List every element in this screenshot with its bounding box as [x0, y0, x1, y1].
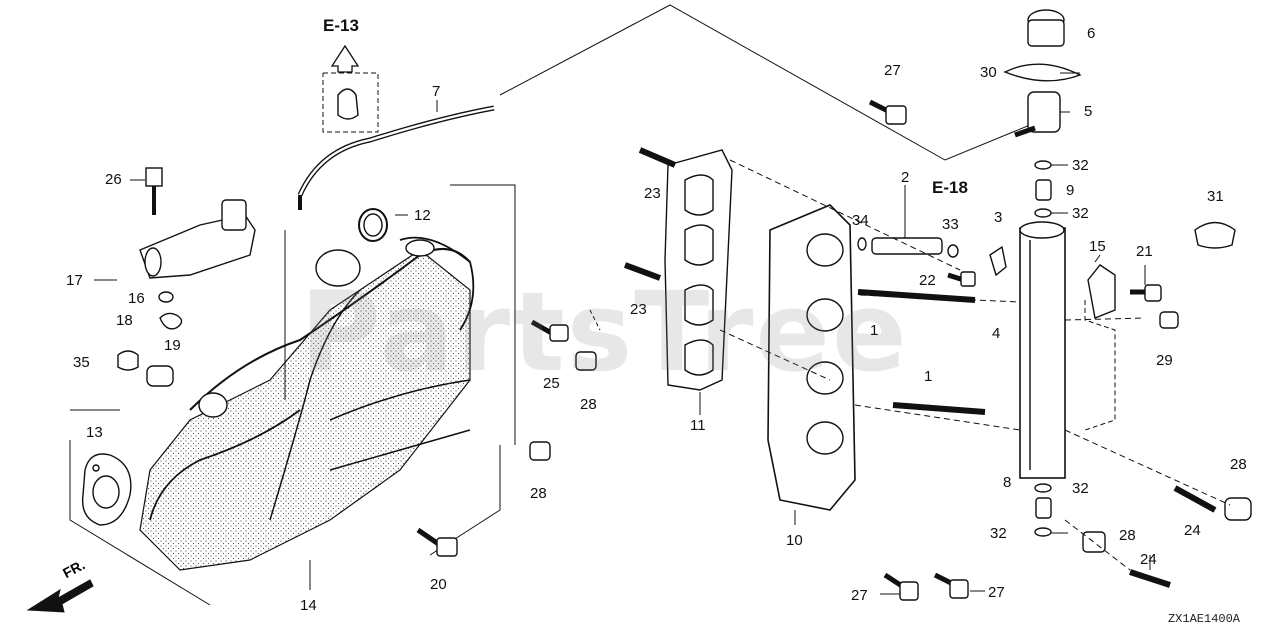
- callout-31[interactable]: 31: [1207, 188, 1224, 205]
- iac-valve: [139, 199, 256, 279]
- callout-6[interactable]: 6: [1087, 25, 1096, 42]
- callout-28[interactable]: 28: [580, 396, 597, 413]
- manifold-fasteners: [416, 319, 597, 557]
- callout-14[interactable]: 14: [300, 597, 317, 614]
- small-parts-left: [117, 208, 388, 387]
- callout-20[interactable]: 20: [430, 576, 447, 593]
- fuel-rail: [1019, 221, 1116, 479]
- callout-30[interactable]: 30: [980, 64, 997, 81]
- reference-e13[interactable]: E-13: [323, 16, 359, 35]
- callout-32[interactable]: 32: [1072, 157, 1089, 174]
- callout-22[interactable]: 22: [919, 272, 936, 289]
- watermark: PartsTree: [300, 268, 909, 396]
- callout-25[interactable]: 25: [543, 375, 560, 392]
- bolt-27-top: [868, 99, 907, 125]
- callout-32[interactable]: 32: [1072, 205, 1089, 222]
- dashed-leader-lines: [719, 159, 1231, 571]
- callout-4[interactable]: 4: [992, 325, 1001, 342]
- callout-28[interactable]: 28: [530, 485, 547, 502]
- callout-24[interactable]: 24: [1140, 551, 1157, 568]
- callout-8[interactable]: 8: [1003, 474, 1012, 491]
- callout-5[interactable]: 5: [1084, 103, 1093, 120]
- studs-23: [623, 147, 677, 281]
- callout-28[interactable]: 28: [1119, 527, 1136, 544]
- callout-33[interactable]: 33: [942, 216, 959, 233]
- intake-manifold: [139, 236, 475, 571]
- callout-10[interactable]: 10: [786, 532, 803, 549]
- injector-parts: [857, 237, 1007, 287]
- callout-16[interactable]: 16: [128, 290, 145, 307]
- callout-1[interactable]: 1: [924, 368, 933, 385]
- callout-26[interactable]: 26: [105, 171, 122, 188]
- gasket-11: [664, 149, 733, 391]
- callout-13[interactable]: 13: [86, 424, 103, 441]
- callout-35[interactable]: 35: [73, 354, 90, 371]
- callout-32[interactable]: 32: [990, 525, 1007, 542]
- callout-12[interactable]: 12: [414, 207, 431, 224]
- lower-right-fasteners: [883, 485, 1252, 601]
- callout-29[interactable]: 29: [1156, 352, 1173, 369]
- callout-3[interactable]: 3: [994, 209, 1003, 226]
- callout-2[interactable]: 2: [901, 169, 910, 186]
- callout-34[interactable]: 34: [852, 212, 869, 229]
- callout-28[interactable]: 28: [1230, 456, 1247, 473]
- intake-body-10: [767, 204, 856, 511]
- callout-15[interactable]: 15: [1089, 238, 1106, 255]
- callout-27[interactable]: 27: [851, 587, 868, 604]
- callout-1[interactable]: 1: [870, 322, 879, 339]
- callout-18[interactable]: 18: [116, 312, 133, 329]
- rings-and-filters: [1034, 160, 1052, 537]
- reference-e18[interactable]: E-18: [932, 178, 968, 197]
- callout-17[interactable]: 17: [66, 272, 83, 289]
- callout-24[interactable]: 24: [1184, 522, 1201, 539]
- gasket-13: [81, 453, 132, 526]
- callout-19[interactable]: 19: [164, 337, 181, 354]
- callout-27[interactable]: 27: [884, 62, 901, 79]
- e13-reference-box: [322, 44, 379, 133]
- callout-32[interactable]: 32: [1072, 480, 1089, 497]
- callout-27[interactable]: 27: [988, 584, 1005, 601]
- diagram-code: ZX1AE1400A: [1167, 612, 1240, 626]
- callout-9[interactable]: 9: [1066, 182, 1075, 199]
- bracket-parts: [1087, 221, 1236, 329]
- pressure-regulator: [1003, 9, 1082, 138]
- breather-tube: [297, 105, 495, 210]
- callout-11[interactable]: 11: [690, 417, 706, 434]
- callout-23[interactable]: 23: [644, 185, 661, 202]
- studs-1: [857, 289, 986, 415]
- callout-21[interactable]: 21: [1136, 243, 1153, 260]
- front-direction-arrow: [26, 579, 94, 613]
- bolt-26: [145, 167, 163, 215]
- leader-lines: [94, 72, 1151, 595]
- callout-7[interactable]: 7: [432, 83, 441, 100]
- callout-23[interactable]: 23: [630, 301, 647, 318]
